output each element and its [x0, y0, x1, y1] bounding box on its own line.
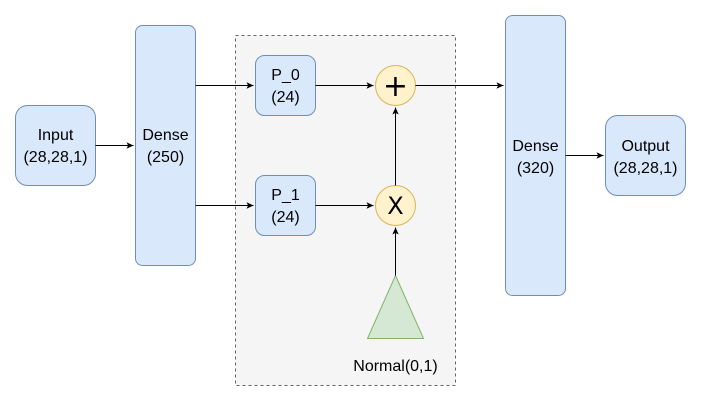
p1-label: P_1 [271, 187, 300, 204]
output-shape: (28,28,1) [613, 160, 677, 177]
output-node[interactable]: Output (28,28,1) [605, 115, 686, 196]
input-label: Input [38, 127, 74, 144]
dense-320-node[interactable]: Dense (320) [505, 15, 566, 296]
normal-noise-node[interactable] [366, 274, 425, 339]
multiply-operation-node[interactable]: X [375, 185, 416, 226]
dense-250-label: Dense [142, 127, 188, 144]
p1-node[interactable]: P_1 (24) [255, 175, 316, 236]
add-operation-node[interactable]: + [375, 65, 416, 106]
p0-label: P_0 [271, 67, 300, 84]
p1-size: (24) [271, 209, 299, 226]
plus-symbol: + [383, 69, 408, 104]
input-node[interactable]: Input (28,28,1) [15, 105, 96, 186]
input-shape: (28,28,1) [23, 149, 87, 166]
dense-250-units: (250) [147, 149, 184, 166]
normal-distribution-label: Normal(0,1) [353, 358, 437, 375]
multiply-symbol: X [387, 192, 403, 220]
dense-320-label: Dense [512, 138, 558, 155]
p0-size: (24) [271, 89, 299, 106]
dense-320-units: (320) [517, 160, 554, 177]
output-label: Output [621, 138, 670, 155]
p0-node[interactable]: P_0 (24) [255, 55, 316, 116]
dense-250-node[interactable]: Dense (250) [135, 25, 196, 266]
